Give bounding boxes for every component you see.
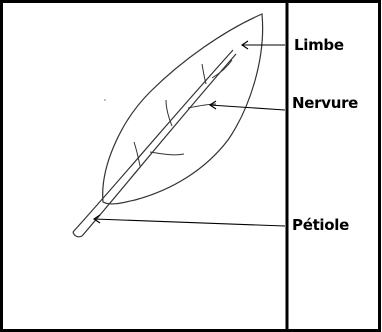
arrow-limbe xyxy=(242,41,285,49)
midrib-line-1 xyxy=(73,50,233,232)
vein-lower-right xyxy=(150,152,184,155)
label-nervure: Nervure xyxy=(292,94,358,112)
arrow-petiole xyxy=(94,215,285,226)
paper-speck xyxy=(104,99,106,101)
vein-upper-left xyxy=(202,64,206,84)
midrib-line-2 xyxy=(82,54,236,236)
label-petiole: Pétiole xyxy=(292,216,349,234)
petiole-base xyxy=(73,232,82,237)
label-limbe: Limbe xyxy=(294,36,344,54)
leaf-blade xyxy=(103,14,263,204)
